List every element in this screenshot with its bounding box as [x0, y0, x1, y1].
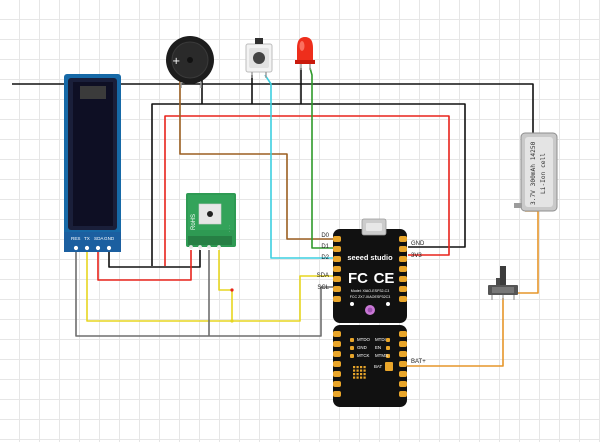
wire-sda	[86, 247, 333, 322]
back-pad-mtdi: MTDI	[375, 337, 386, 342]
xiao-fcc-id: FCC ZX7-XIAOESP32C3	[350, 295, 391, 299]
wire-3v3-loop	[164, 115, 450, 266]
back-pad-gnd: GND	[357, 345, 367, 350]
sensor-part-label: · · ·	[227, 225, 232, 232]
oled-pin-label: GND	[104, 236, 115, 241]
wire-button-signal	[264, 74, 333, 259]
back-pad-mtck: MTCK	[357, 353, 370, 358]
push-button[interactable]	[245, 38, 273, 78]
xiao-antenna-pad	[353, 366, 366, 379]
pin-label-d0: D0	[321, 233, 329, 239]
pin-label-d2: D2	[321, 255, 329, 261]
pin-label-gnd: GND	[411, 241, 425, 247]
junction-dot	[230, 319, 234, 323]
xiao-fcc-mark: FC	[348, 270, 368, 287]
wire-buzzer-signal	[179, 80, 333, 240]
xiao-ce-mark: CE	[374, 270, 395, 287]
oled-pin-label: SDA	[94, 236, 104, 241]
wire-oled-ground	[108, 247, 201, 268]
xiao-brand: seeed studio	[347, 253, 393, 262]
oled-display: RES TX SDA GND	[64, 74, 121, 252]
pin-label-3v3: 3V3	[411, 253, 422, 259]
buzzer[interactable]: +	[166, 36, 214, 88]
buzzer-plus-icon: +	[172, 56, 180, 67]
oled-pin-label: TX	[84, 236, 90, 241]
back-pad-en: EN	[375, 345, 381, 350]
back-pad-mtms: MTMS	[375, 353, 388, 358]
battery-line2: Li-Ion cell	[540, 153, 547, 194]
wire-ground-loop	[151, 103, 466, 266]
xiao-reset-button[interactable]	[386, 302, 390, 306]
pin-label-sda: SDA	[317, 273, 329, 279]
wire-oled-3v3	[97, 247, 192, 281]
sensor-label: RoHS	[191, 214, 197, 230]
sensor-board: RoHS · · ·	[186, 193, 236, 249]
wire-scl	[75, 247, 333, 337]
xiao-board-back: MTDO MTDI GND EN MTCK MTMS BAT	[333, 325, 407, 407]
pin-label-d1: D1	[321, 244, 329, 250]
xiao-front-pin-labels: D0 D1 D2 SDA SCL GND 3V3	[317, 233, 425, 291]
xiao-status-led	[350, 302, 354, 306]
slide-switch[interactable]	[488, 266, 518, 300]
pin-label-bat-plus: BAT+	[411, 359, 426, 365]
xiao-board-front: seeed studio FC CE Model: XIAO-ESP32-C3 …	[333, 218, 407, 323]
back-pad-mtdo: MTDO	[357, 337, 371, 342]
wire-battery-plus	[517, 210, 539, 294]
wire-sensor-sda	[218, 250, 233, 321]
pin-label-scl: SCL	[317, 285, 329, 291]
battery-line1: 3.7V 300mAh 14250	[530, 141, 537, 205]
li-ion-battery: 3.7V 300mAh 14250 Li-Ion cell	[514, 132, 558, 212]
back-pad-bat: BAT	[374, 364, 383, 369]
wire-bat-plus	[392, 298, 504, 367]
wire-led-signal	[309, 67, 333, 249]
red-led[interactable]	[295, 37, 315, 70]
xiao-model: Model: XIAO-ESP32-C3	[351, 289, 390, 293]
oled-pin-label: RES	[71, 236, 80, 241]
junction-dot	[230, 288, 234, 292]
